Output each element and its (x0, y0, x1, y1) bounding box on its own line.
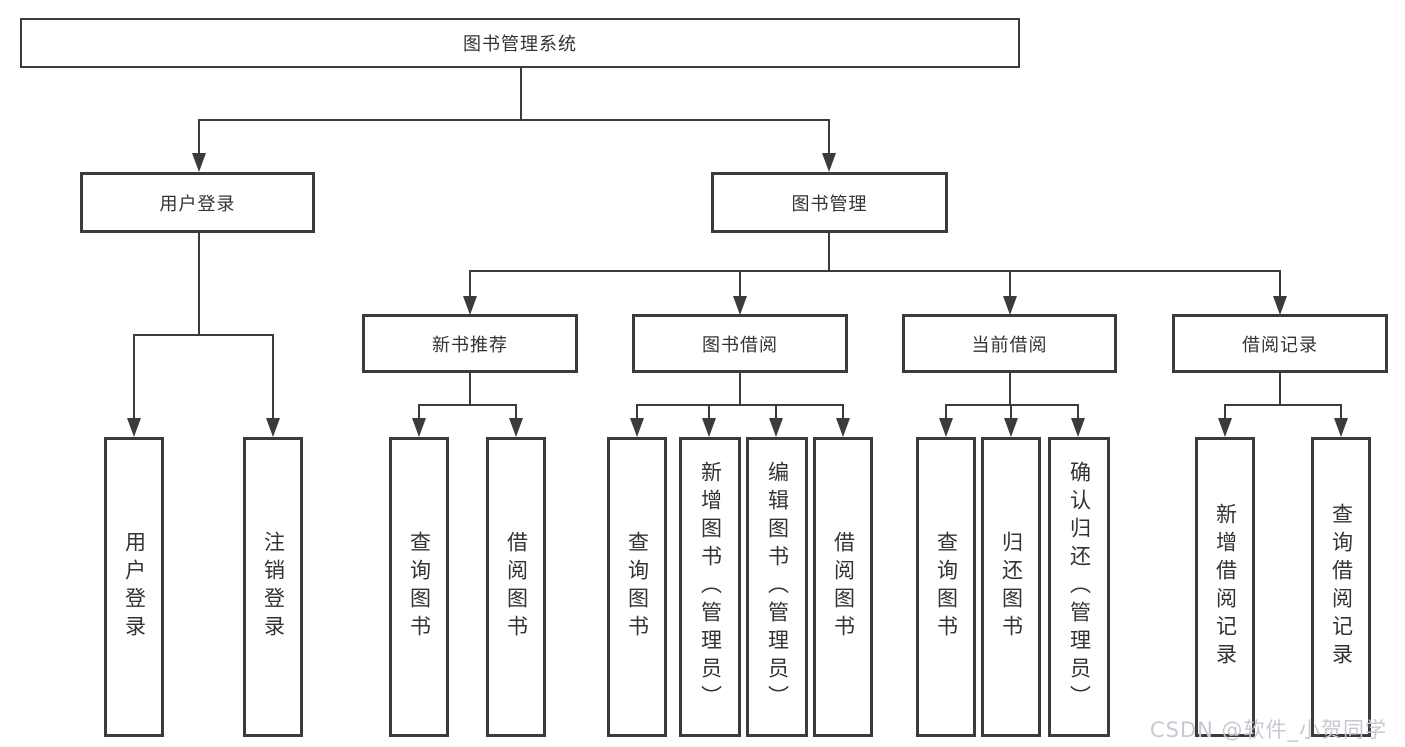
node-root-system: 图书管理系统 (20, 18, 1020, 68)
arrow-down-icon (1334, 418, 1348, 437)
node-label: 查询图书 (934, 531, 959, 643)
arrow-down-icon (1218, 418, 1232, 437)
node-label: 查询借阅记录 (1329, 503, 1354, 671)
node-label: 新增图书（管理员） (698, 461, 723, 713)
connector-user-login-rail (133, 334, 274, 336)
node-label: 图书管理 (791, 193, 868, 215)
connector-drop-leaf (133, 334, 135, 419)
node-current-borrow: 当前借阅 (902, 314, 1117, 373)
connector-new-book-stem (469, 373, 471, 405)
connector-book-mgmt-rail (469, 270, 1281, 272)
arrow-down-icon (1273, 296, 1287, 315)
connector-new-book-rail (418, 404, 517, 406)
arrow-down-icon (412, 418, 426, 437)
connector-drop-borrow (739, 270, 741, 297)
node-user-login: 用户登录 (80, 172, 315, 233)
arrow-down-icon (939, 418, 953, 437)
connector-root-stem (520, 68, 522, 120)
leaf-add-borrow-record: 新增借阅记录 (1195, 437, 1255, 737)
connector-root-rail (198, 119, 830, 121)
connector-current-rail (945, 404, 1079, 406)
connector-drop-leaf (515, 404, 517, 419)
arrow-down-icon (733, 296, 747, 315)
node-label: 查询图书 (625, 531, 650, 643)
arrow-down-icon (1004, 418, 1018, 437)
connector-drop-book-mgmt (828, 119, 830, 155)
leaf-confirm-return-admin: 确认归还（管理员） (1048, 437, 1110, 737)
arrow-down-icon (127, 418, 141, 437)
leaf-user-login: 用户登录 (104, 437, 164, 737)
leaf-return-book: 归还图书 (981, 437, 1041, 737)
connector-drop-leaf (708, 404, 710, 419)
connector-book-borrow-rail (636, 404, 844, 406)
connector-drop-leaf (775, 404, 777, 419)
connector-drop-current (1009, 270, 1011, 297)
node-label: 用户登录 (159, 193, 236, 215)
node-label: 编辑图书（管理员） (765, 461, 790, 713)
arrow-down-icon (463, 296, 477, 315)
arrow-down-icon (630, 418, 644, 437)
connector-drop-new-book (469, 270, 471, 297)
connector-drop-user-login (198, 119, 200, 155)
arrow-down-icon (836, 418, 850, 437)
arrow-down-icon (192, 153, 206, 172)
node-label: 图书借阅 (702, 334, 778, 356)
connector-drop-leaf (1224, 404, 1226, 419)
arrow-down-icon (769, 418, 783, 437)
node-label: 注销登录 (261, 531, 286, 643)
node-label: 图书管理系统 (463, 34, 577, 55)
arrow-down-icon (822, 153, 836, 172)
arrow-down-icon (1003, 296, 1017, 315)
node-label: 查询图书 (407, 531, 432, 643)
connector-drop-leaf (418, 404, 420, 419)
arrow-down-icon (266, 418, 280, 437)
leaf-edit-book-admin: 编辑图书（管理员） (746, 437, 808, 737)
leaf-borrow-books-1: 借阅图书 (486, 437, 546, 737)
connector-book-mgmt-stem (828, 233, 830, 271)
node-label: 归还图书 (999, 531, 1024, 643)
connector-drop-leaf (1077, 404, 1079, 419)
leaf-query-books-2: 查询图书 (607, 437, 667, 737)
connector-user-login-stem (198, 233, 200, 335)
node-label: 借阅图书 (504, 531, 529, 643)
leaf-query-books-3: 查询图书 (916, 437, 976, 737)
leaf-query-borrow-record: 查询借阅记录 (1311, 437, 1371, 737)
connector-drop-leaf (272, 334, 274, 419)
node-label: 用户登录 (122, 531, 147, 643)
node-label: 借阅记录 (1242, 334, 1318, 356)
node-label: 借阅图书 (831, 531, 856, 643)
connector-drop-leaf (945, 404, 947, 419)
node-book-borrow: 图书借阅 (632, 314, 848, 373)
arrow-down-icon (702, 418, 716, 437)
connector-record-stem (1279, 373, 1281, 405)
connector-drop-leaf (1010, 404, 1012, 419)
arrow-down-icon (509, 418, 523, 437)
csdn-watermark: CSDN @软件_小贺同学 (1150, 718, 1388, 742)
leaf-logout: 注销登录 (243, 437, 303, 737)
arrow-down-icon (1071, 418, 1085, 437)
node-label: 确认归还（管理员） (1067, 461, 1092, 713)
node-label: 新书推荐 (432, 334, 508, 356)
leaf-borrow-books-2: 借阅图书 (813, 437, 873, 737)
node-new-book-recommend: 新书推荐 (362, 314, 578, 373)
leaf-query-books-1: 查询图书 (389, 437, 449, 737)
connector-drop-leaf (842, 404, 844, 419)
connector-drop-leaf (1340, 404, 1342, 419)
leaf-add-book-admin: 新增图书（管理员） (679, 437, 741, 737)
node-label: 当前借阅 (971, 334, 1048, 356)
connector-drop-record (1279, 270, 1281, 297)
connector-record-rail (1224, 404, 1342, 406)
node-borrow-record: 借阅记录 (1172, 314, 1388, 373)
connector-book-borrow-stem (739, 373, 741, 405)
connector-current-stem (1009, 373, 1011, 405)
node-book-management: 图书管理 (711, 172, 948, 233)
node-label: 新增借阅记录 (1213, 503, 1238, 671)
connector-drop-leaf (636, 404, 638, 419)
